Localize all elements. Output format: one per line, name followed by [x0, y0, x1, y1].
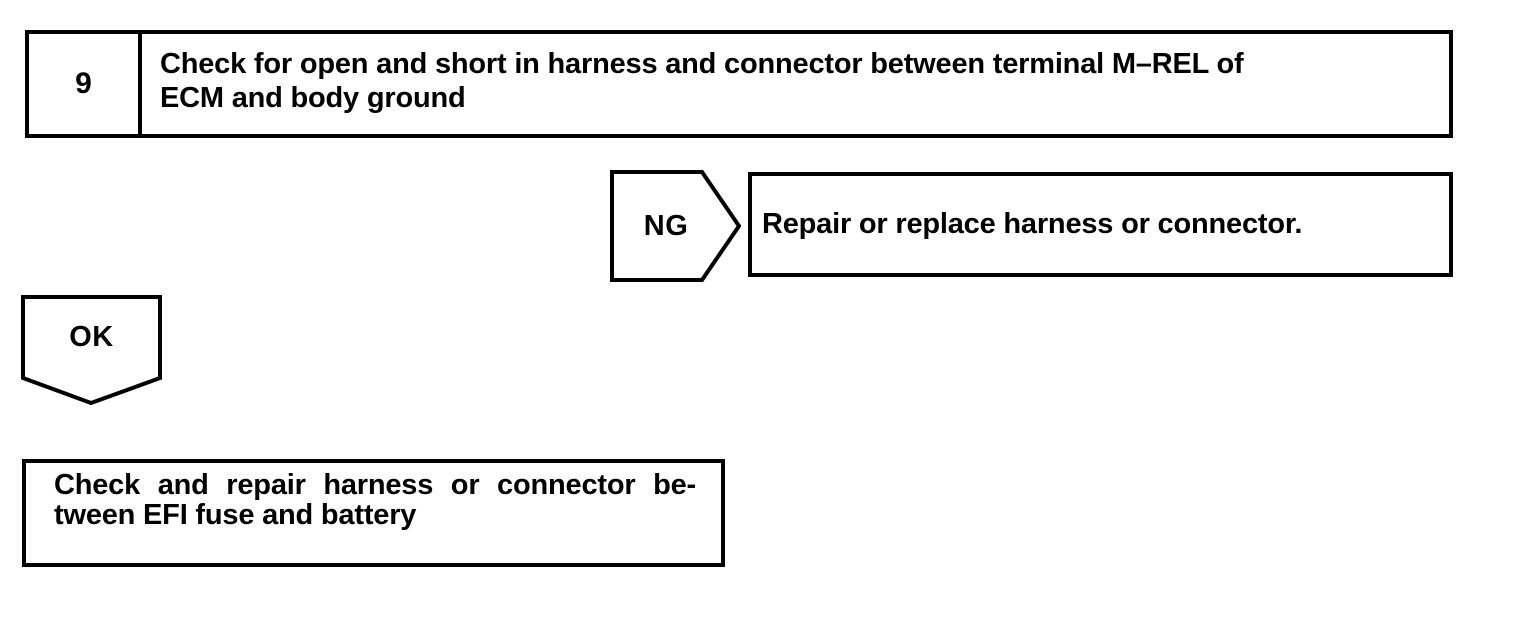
- ng-action-box: Repair or replace harness or connector.: [748, 172, 1453, 277]
- result-box: Check and repair harness or connector be…: [22, 459, 725, 567]
- ng-connector: NG: [610, 170, 741, 282]
- result-line-2: tween EFI fuse and battery: [54, 499, 417, 531]
- result-text: Check and repair harness or connector be…: [54, 470, 696, 530]
- result-line-1: Check and repair harness or connector be…: [54, 469, 696, 501]
- step-instruction-line-2: ECM and body ground: [160, 82, 466, 114]
- step-box: 9 Check for open and short in harness an…: [25, 30, 1453, 138]
- ok-label: OK: [69, 321, 114, 353]
- ok-arrow-down-icon: [21, 295, 162, 405]
- ng-label: NG: [643, 209, 689, 242]
- ok-connector: OK: [21, 295, 162, 405]
- step-instruction: Check for open and short in harness and …: [142, 34, 1449, 134]
- step-number-cell: 9: [29, 34, 142, 134]
- ng-arrow-right-icon: [610, 170, 741, 282]
- step-number: 9: [75, 67, 92, 100]
- step-instruction-line-1: Check for open and short in harness and …: [160, 48, 1244, 80]
- ng-action-text: Repair or replace harness or connector.: [762, 208, 1303, 240]
